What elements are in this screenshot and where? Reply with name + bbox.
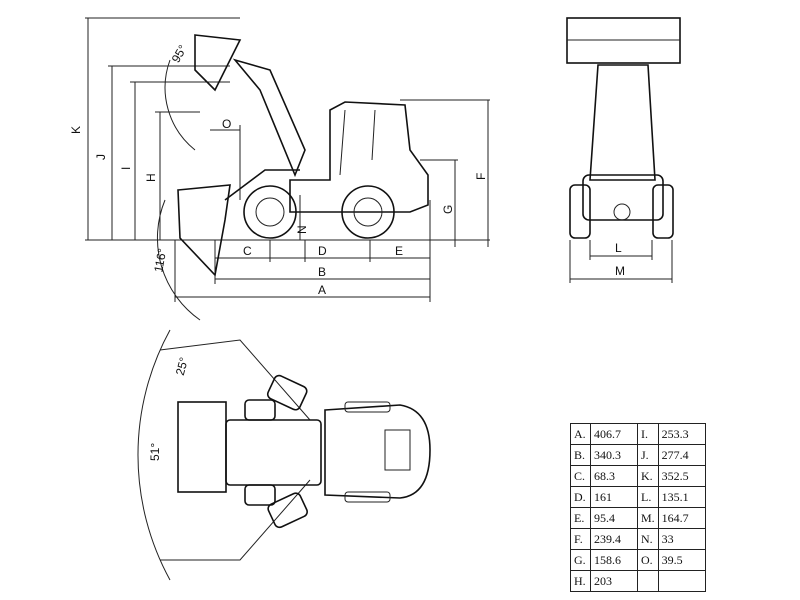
spec-key: E. [570, 507, 591, 529]
dim-F-label: F [474, 173, 488, 180]
angle-sweep-label: 51° [148, 443, 162, 461]
dim-L-label: L [615, 241, 622, 255]
spec-value: 164.7 [657, 507, 706, 529]
dim-O-label: O [222, 117, 231, 131]
dim-K-label: K [69, 126, 83, 134]
spec-key: O. [637, 549, 659, 571]
spec-value: 406.7 [590, 423, 638, 445]
side-view [85, 17, 490, 321]
spec-value: 239.4 [590, 528, 638, 550]
spec-key: F. [570, 528, 591, 550]
spec-value: 135.1 [657, 486, 706, 508]
spec-key: H. [570, 570, 591, 592]
spec-key: M. [637, 507, 659, 529]
spec-key: C. [570, 465, 591, 487]
dim-H-label: H [144, 173, 158, 182]
dim-D-label: D [318, 244, 327, 258]
spec-value: 158.6 [590, 549, 638, 571]
angle-dump-label: 95° [169, 42, 190, 65]
dim-G-label: G [441, 205, 455, 214]
spec-value: 161 [590, 486, 638, 508]
dim-E-label: E [395, 244, 403, 258]
spec-key: I. [637, 423, 659, 445]
dim-I-label: I [119, 167, 133, 170]
dim-C-label: C [243, 244, 252, 258]
spec-row: H.203 [570, 570, 706, 592]
spec-value: 253.3 [657, 423, 706, 445]
spec-value: 33 [657, 528, 706, 550]
dim-N-label: N [295, 225, 309, 234]
spec-value [657, 570, 706, 592]
spec-key: B. [570, 444, 591, 466]
top-view: 25° 51° [137, 329, 431, 581]
dim-J-label: J [94, 154, 108, 160]
spec-key [637, 570, 659, 592]
dim-M-label: M [615, 264, 625, 278]
spec-value: 277.4 [657, 444, 706, 466]
angle-rollback-label: 116° [151, 247, 169, 273]
angle-articulation-label: 25° [173, 356, 191, 377]
spec-value: 352.5 [657, 465, 706, 487]
spec-key: J. [637, 444, 659, 466]
spec-key: G. [570, 549, 591, 571]
spec-value: 68.3 [590, 465, 638, 487]
spec-key: K. [637, 465, 659, 487]
spec-key: L. [637, 486, 659, 508]
dim-A-label: A [318, 283, 326, 297]
front-view: L M [566, 17, 681, 283]
spec-key: D. [570, 486, 591, 508]
spec-key: A. [570, 423, 591, 445]
spec-value: 95.4 [590, 507, 638, 529]
spec-value: 340.3 [590, 444, 638, 466]
dim-B-label: B [318, 265, 326, 279]
spec-value: 39.5 [657, 549, 706, 571]
spec-key: N. [637, 528, 659, 550]
spec-value: 203 [590, 570, 638, 592]
